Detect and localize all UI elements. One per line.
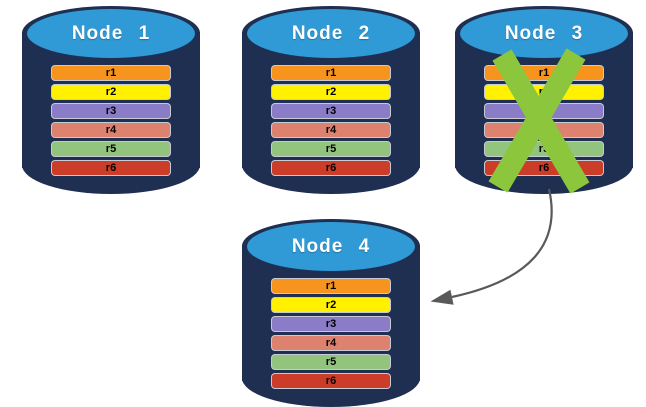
record-r4: r4	[52, 123, 170, 137]
cylinder-top-face: Node 3	[460, 9, 628, 58]
record-stack: r1 r2 r3 r4 r5 r6	[272, 279, 390, 388]
record-r5: r5	[272, 355, 390, 369]
node-title: Node 3	[504, 22, 584, 44]
failure-x-icon	[488, 48, 590, 194]
record-r6: r6	[272, 374, 390, 388]
node-title: Node 2	[291, 22, 371, 44]
record-r3: r3	[272, 317, 390, 331]
arrowhead	[430, 289, 454, 305]
record-r4: r4	[272, 123, 390, 137]
record-r3: r3	[272, 104, 390, 118]
record-stack: r1 r2 r3 r4 r5 r6	[52, 66, 170, 175]
record-r1: r1	[52, 66, 170, 80]
record-r5: r5	[52, 142, 170, 156]
record-r2: r2	[52, 85, 170, 99]
node-3: Node 3 r1 r2 r3 r4 r5 r6	[455, 6, 633, 194]
record-r2: r2	[272, 85, 390, 99]
node-2: Node 2 r1 r2 r3 r4 r5 r6	[242, 6, 420, 194]
node-title: Node 1	[71, 22, 151, 44]
node-title: Node 4	[291, 235, 371, 257]
cylinder-top-face: Node 2	[247, 9, 415, 58]
cylinder-top-face: Node 1	[27, 9, 195, 58]
node-1: Node 1 r1 r2 r3 r4 r5 r6	[22, 6, 200, 194]
node-4: Node 4 r1 r2 r3 r4 r5 r6	[242, 219, 420, 407]
record-r1: r1	[272, 66, 390, 80]
record-stack: r1 r2 r3 r4 r5 r6	[272, 66, 390, 175]
record-r5: r5	[272, 142, 390, 156]
cylinder-top-face: Node 4	[247, 222, 415, 271]
record-r1: r1	[272, 279, 390, 293]
record-r2: r2	[272, 298, 390, 312]
record-r4: r4	[272, 336, 390, 350]
record-r6: r6	[52, 161, 170, 175]
record-r3: r3	[52, 104, 170, 118]
record-r6: r6	[272, 161, 390, 175]
